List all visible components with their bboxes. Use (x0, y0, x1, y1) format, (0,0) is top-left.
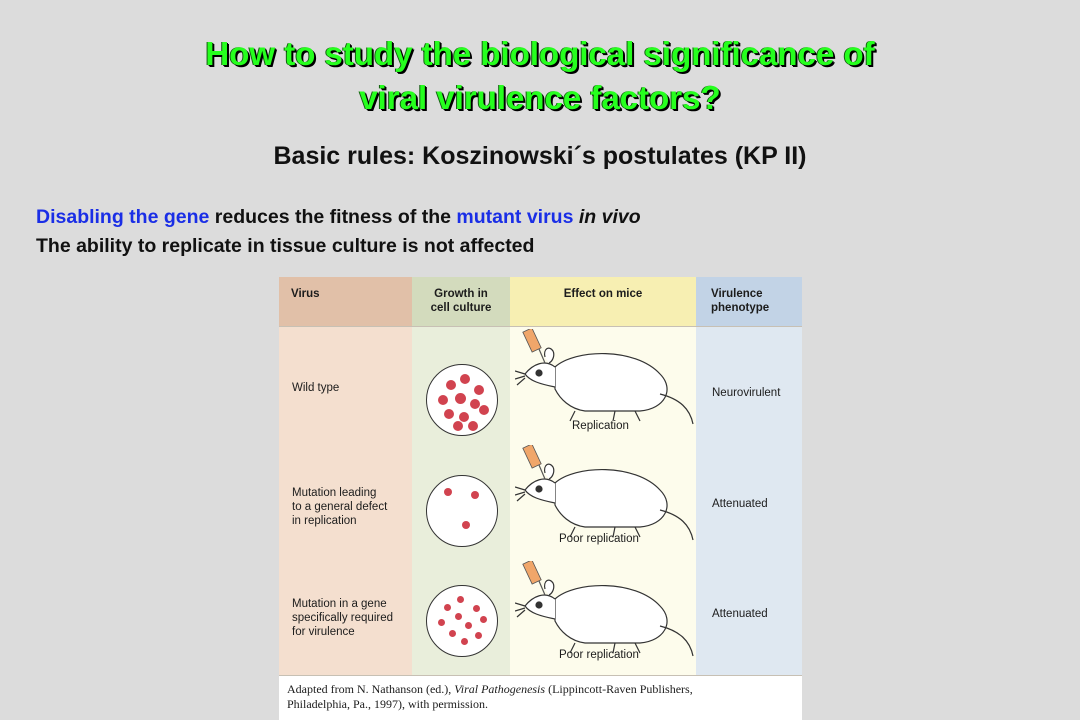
replication-label-row-1: Replication (572, 420, 629, 432)
virus-label-row-1: Wild type (292, 382, 340, 394)
title-line-2: viral virulence factors? (359, 79, 721, 116)
phenotype-label-row-2: Attenuated (712, 498, 768, 510)
phenotype-column (696, 277, 802, 675)
virus-plaque-dot (475, 632, 482, 639)
header-effect: Effect on mice (510, 277, 696, 326)
virus-plaque-dot (444, 604, 451, 611)
rule-mutant: mutant virus (456, 206, 574, 228)
virus-plaque-dot (468, 421, 478, 431)
culture-dish-row-1 (426, 364, 498, 436)
rule-in-vivo: in vivo (573, 206, 641, 228)
virus-plaque-dot (473, 605, 480, 612)
culture-dish-row-3 (426, 585, 498, 657)
virus-plaque-dot (455, 393, 466, 404)
rules-text: Disabling the gene reduces the fitness o… (36, 203, 641, 261)
figure-credit: Adapted from N. Nathanson (ed.), Viral P… (279, 675, 802, 720)
rule-line-1: Disabling the gene reduces the fitness o… (36, 203, 641, 232)
virus-plaque-dot (461, 638, 468, 645)
header-virus: Virus (279, 277, 412, 326)
phenotype-label-row-3: Attenuated (712, 608, 768, 620)
virus-plaque-dot (455, 613, 462, 620)
replication-label-row-2: Poor replication (559, 533, 639, 545)
phenotype-label-row-1: Neurovirulent (712, 387, 781, 399)
virus-plaque-dot (479, 405, 489, 415)
slide-title: How to study the biological significance… (0, 32, 1080, 120)
virus-plaque-dot (457, 596, 464, 603)
culture-dish-row-2 (426, 475, 498, 547)
virus-plaque-dot (444, 409, 454, 419)
virus-plaque-dot (444, 488, 452, 496)
virus-plaque-dot (480, 616, 487, 623)
virus-plaque-dot (474, 385, 484, 395)
title-line-1: How to study the biological significance… (205, 35, 875, 72)
virus-label-row-2: Mutation leading to a general defect in … (292, 487, 388, 527)
virus-plaque-dot (459, 412, 469, 422)
virus-plaque-dot (460, 374, 470, 384)
mouse-illustration-row-1 (515, 329, 694, 425)
virus-plaque-dot (438, 619, 445, 626)
virus-plaque-dot (453, 421, 463, 431)
virus-label-row-3: Mutation in a gene specifically required… (292, 598, 393, 638)
slide-subtitle: Basic rules: Koszinowski´s postulates (K… (273, 142, 807, 170)
virus-column (279, 277, 412, 675)
virus-plaque-dot (465, 622, 472, 629)
virus-plaque-dot (471, 491, 479, 499)
header-divider (279, 326, 802, 327)
mouse-illustration-row-2 (515, 445, 694, 541)
virus-plaque-dot (446, 380, 456, 390)
rule-mid: reduces the fitness of the (209, 206, 457, 228)
rule-line-2: The ability to replicate in tissue cultu… (36, 235, 535, 257)
virus-plaque-dot (449, 630, 456, 637)
mouse-illustration-row-3 (515, 561, 694, 657)
virus-plaque-dot (462, 521, 470, 529)
rule-gene: Disabling the gene (36, 206, 210, 228)
virus-plaque-dot (470, 399, 480, 409)
replication-label-row-3: Poor replication (559, 649, 639, 661)
virus-plaque-dot (438, 395, 448, 405)
